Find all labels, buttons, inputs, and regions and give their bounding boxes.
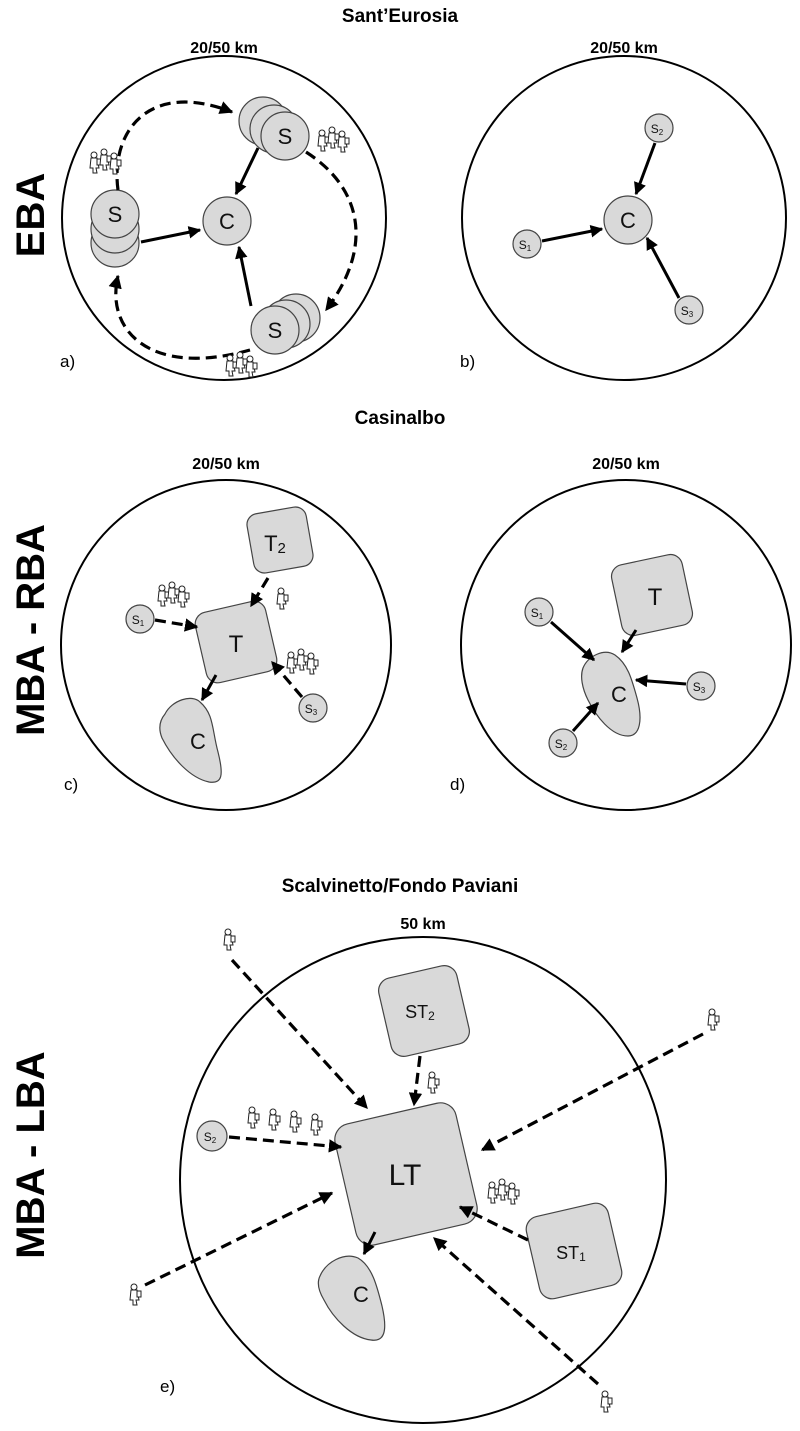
panel-e-node-lt: LT [334,1102,478,1246]
panel-a-node-s-top: S [238,96,310,161]
svg-text:S3: S3 [305,702,318,717]
panel-b-label: b) [460,352,475,371]
svg-text:S2: S2 [651,122,664,137]
panel-d-label: d) [450,775,465,794]
svg-text:ST1: ST1 [556,1243,586,1264]
svg-text:S1: S1 [531,606,544,621]
svg-text:S1: S1 [132,613,145,628]
panel-d: 20/50 km T C S1 S3 S2 d) [450,456,792,811]
panel-e-node-s2: S2 [196,1120,228,1152]
period-mba-lba: MBA - LBA [9,1051,53,1258]
panel-a-node-s-left-label: S [108,202,123,227]
panel-b-node-c: C [603,195,653,245]
svg-text:T2: T2 [264,531,286,557]
title-scalvinetto: Scalvinetto/Fondo Paviani [282,876,519,897]
panel-d-node-t: T [610,553,694,637]
svg-text:S3: S3 [693,680,706,695]
panel-c-node-c-label: C [190,729,206,754]
panel-c-node-t2: T2 [246,506,314,574]
panel-b-node-c-label: C [620,208,636,233]
panel-a-node-s-top-label: S [278,124,293,149]
svg-text:ST2: ST2 [405,1002,435,1023]
panel-c-node-c: C [159,697,222,783]
svg-text:S2: S2 [555,737,568,752]
panel-d-node-s3: S3 [686,671,716,701]
panel-e-node-st2: ST2 [378,965,470,1057]
panel-a-node-c: C [202,196,252,246]
panel-b-node-s2: S2 [644,113,674,143]
panel-e: 50 km ST2 LT ST1 S2 C [129,916,720,1424]
panel-e-node-c: C [317,1255,386,1341]
panel-e-walker-nw [223,928,236,951]
panel-e-node-c-label: C [353,1282,369,1307]
panel-c-label: c) [64,775,78,794]
period-mba-rba: MBA - RBA [9,524,53,736]
panel-c: 20/50 km T2 T S1 S3 C c) [60,456,392,811]
panel-d-node-t-label: T [648,584,663,611]
svg-text:S2: S2 [204,1130,217,1145]
panel-b: 20/50 km C S2 S1 S3 b) [460,40,787,381]
panel-b-node-s1: S1 [512,229,542,259]
panel-a-node-s-bottom: S [250,293,321,355]
panel-d-node-c-label: C [611,682,627,707]
panel-c-node-s1: S1 [125,604,155,634]
panel-b-node-s3: S3 [674,295,704,325]
panel-c-node-t: T [194,600,278,684]
panel-a-node-s-bottom-label: S [268,318,283,343]
panel-d-node-s2: S2 [548,728,578,758]
panel-a: 20/50 km S S S C [60,40,387,381]
svg-text:S1: S1 [519,238,532,253]
panel-e-walker-sw [129,1283,142,1306]
panel-e-node-st1: ST1 [525,1202,623,1300]
panel-c-node-t-label: T [229,631,244,658]
panel-a-label: a) [60,352,75,371]
title-casinalbo: Casinalbo [355,408,446,429]
period-eba: EBA [9,173,53,257]
panel-e-label: e) [160,1377,175,1396]
panel-a-distance: 20/50 km [190,40,258,57]
panel-a-node-c-label: C [219,209,235,234]
panel-c-distance: 20/50 km [192,456,260,473]
title-sant-eurosia: Sant’Eurosia [342,6,459,27]
panel-d-node-c: C [581,651,641,737]
panel-e-walker-ne [707,1008,720,1031]
panel-c-node-s3: S3 [298,693,328,723]
panel-e-distance: 50 km [400,916,445,933]
svg-text:S3: S3 [681,304,694,319]
panel-a-node-s-left: S [90,189,140,268]
panel-e-walker-s [600,1390,613,1413]
panel-d-node-s1: S1 [524,597,554,627]
panel-b-distance: 20/50 km [590,40,658,57]
panel-d-distance: 20/50 km [592,456,660,473]
panel-e-node-lt-label: LT [389,1159,422,1192]
